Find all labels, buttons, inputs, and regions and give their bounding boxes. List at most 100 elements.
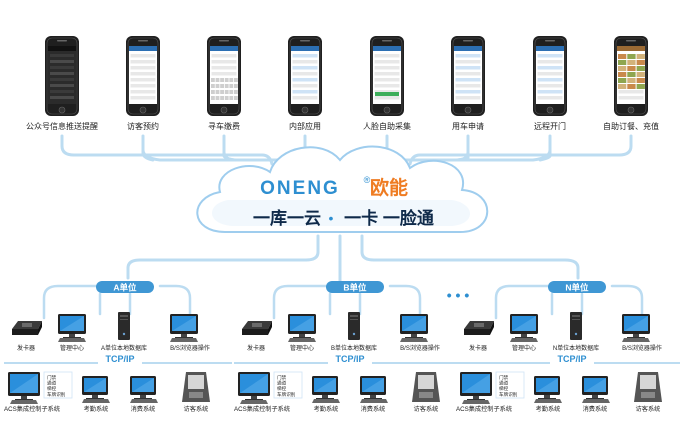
unit-block <box>234 281 462 404</box>
device-label-bs: B/S浏览器操作 <box>622 344 662 352</box>
unit-pill <box>326 281 384 293</box>
device-label-card: 发卡器 <box>17 344 35 352</box>
system-label-consume: 消费系统 <box>131 405 156 413</box>
keyboard-icon <box>240 400 268 404</box>
device-label-db: B单位本地数据库 <box>331 344 377 352</box>
device-label-card: 发卡器 <box>469 344 487 352</box>
system-label-visitor: 访客系统 <box>184 405 209 413</box>
system-label-consume: 消费系统 <box>583 405 608 413</box>
home-button <box>301 106 309 114</box>
speaker-slot <box>626 40 636 42</box>
card-reader-icon <box>242 321 272 335</box>
consume-monitor-icon <box>360 376 386 400</box>
keyboard-icon <box>462 400 490 404</box>
system-label-attendance: 考勤系统 <box>314 405 339 413</box>
gate-list-item: 门禁 <box>499 374 509 381</box>
attendance-monitor-icon <box>312 376 338 400</box>
brand-name-en: ONENG <box>260 178 340 199</box>
keyboard-icon <box>360 399 388 403</box>
phone-mockup <box>614 36 648 116</box>
management-monitor-icon <box>288 314 316 339</box>
system-label-acs: ACS集成控制子系统 <box>456 405 512 413</box>
consume-monitor-icon <box>130 376 156 400</box>
system-label-attendance: 考勤系统 <box>84 405 109 413</box>
phone-mockup <box>45 36 79 116</box>
tcp-label: TCP/IP <box>335 354 364 364</box>
slogan-dot: • <box>329 210 334 226</box>
system-label-visitor: 访客系统 <box>414 405 439 413</box>
unit-pill-label: A单位 <box>113 283 137 293</box>
home-button <box>58 106 66 114</box>
home-button <box>220 106 228 114</box>
keyboard-icon <box>622 338 650 342</box>
unit-block <box>4 281 232 404</box>
home-button <box>627 106 635 114</box>
system-label-consume: 消费系统 <box>361 405 386 413</box>
browser-monitor-icon <box>170 314 198 339</box>
phone-mockup <box>207 36 241 116</box>
speaker-slot <box>57 40 67 42</box>
home-button <box>464 106 472 114</box>
database-server-icon <box>570 312 582 340</box>
unit-pill-label: N单位 <box>565 283 589 293</box>
keyboard-icon <box>82 399 110 403</box>
speaker-slot <box>382 40 392 42</box>
keyboard-icon <box>170 338 198 342</box>
visitor-terminal-icon <box>634 372 662 402</box>
device-label-mgmt: 管理中心 <box>60 344 84 352</box>
management-monitor-icon <box>510 314 538 339</box>
keyboard-icon <box>10 400 38 404</box>
home-button <box>139 106 147 114</box>
gate-list-item: 车牌识别 <box>47 391 66 398</box>
gate-list-box <box>495 371 525 399</box>
phone-mockup <box>533 36 567 116</box>
gate-list-box <box>273 371 303 399</box>
registered-mark: ® <box>364 175 371 185</box>
device-label-mgmt: 管理中心 <box>290 344 314 352</box>
phone-mockup <box>370 36 404 116</box>
acs-monitor-icon <box>238 372 270 401</box>
keyboard-icon <box>400 338 428 342</box>
phone-mockup <box>288 36 322 116</box>
system-label-visitor: 访客系统 <box>636 405 661 413</box>
phone-label: 远程开门 <box>534 121 566 131</box>
connector-lines <box>60 134 633 166</box>
cloud <box>196 145 489 233</box>
gate-list-item: 梯控 <box>47 385 57 392</box>
phone-mockup <box>451 36 485 116</box>
gate-list-item: 车牌识别 <box>277 391 296 398</box>
database-server-icon <box>118 312 130 340</box>
card-reader-icon <box>464 321 494 335</box>
gate-list-item: 通道 <box>277 380 287 387</box>
phone-label: 寻车缴费 <box>208 121 240 131</box>
home-button <box>546 106 554 114</box>
gate-list-item: 门禁 <box>277 374 287 381</box>
bottom-connector-lines <box>126 234 580 284</box>
device-label-card: 发卡器 <box>247 344 265 352</box>
acs-monitor-icon <box>460 372 492 401</box>
keyboard-icon <box>312 399 340 403</box>
unit-pill-label: B单位 <box>343 283 367 293</box>
speaker-slot <box>463 40 473 42</box>
tcp-label: TCP/IP <box>557 354 586 364</box>
database-server-icon <box>348 312 360 340</box>
acs-monitor-icon <box>8 372 40 401</box>
device-label-db: A单位本地数据库 <box>101 344 147 352</box>
unit-pill <box>548 281 606 293</box>
keyboard-icon <box>582 399 610 403</box>
device-label-mgmt: 管理中心 <box>512 344 536 352</box>
card-reader-icon <box>12 321 42 335</box>
visitor-terminal-icon <box>182 372 210 402</box>
system-label-attendance: 考勤系统 <box>536 405 561 413</box>
keyboard-icon <box>288 338 316 342</box>
keyboard-icon <box>58 338 86 342</box>
device-label-db: N单位本地数据库 <box>553 344 599 352</box>
unit-block <box>456 281 680 404</box>
brand-name-cn: 欧能 <box>370 176 408 199</box>
gate-list-item: 通道 <box>499 380 509 387</box>
tcp-label: TCP/IP <box>105 354 134 364</box>
attendance-monitor-icon <box>82 376 108 400</box>
gate-list-box <box>43 371 73 399</box>
consume-monitor-icon <box>582 376 608 400</box>
